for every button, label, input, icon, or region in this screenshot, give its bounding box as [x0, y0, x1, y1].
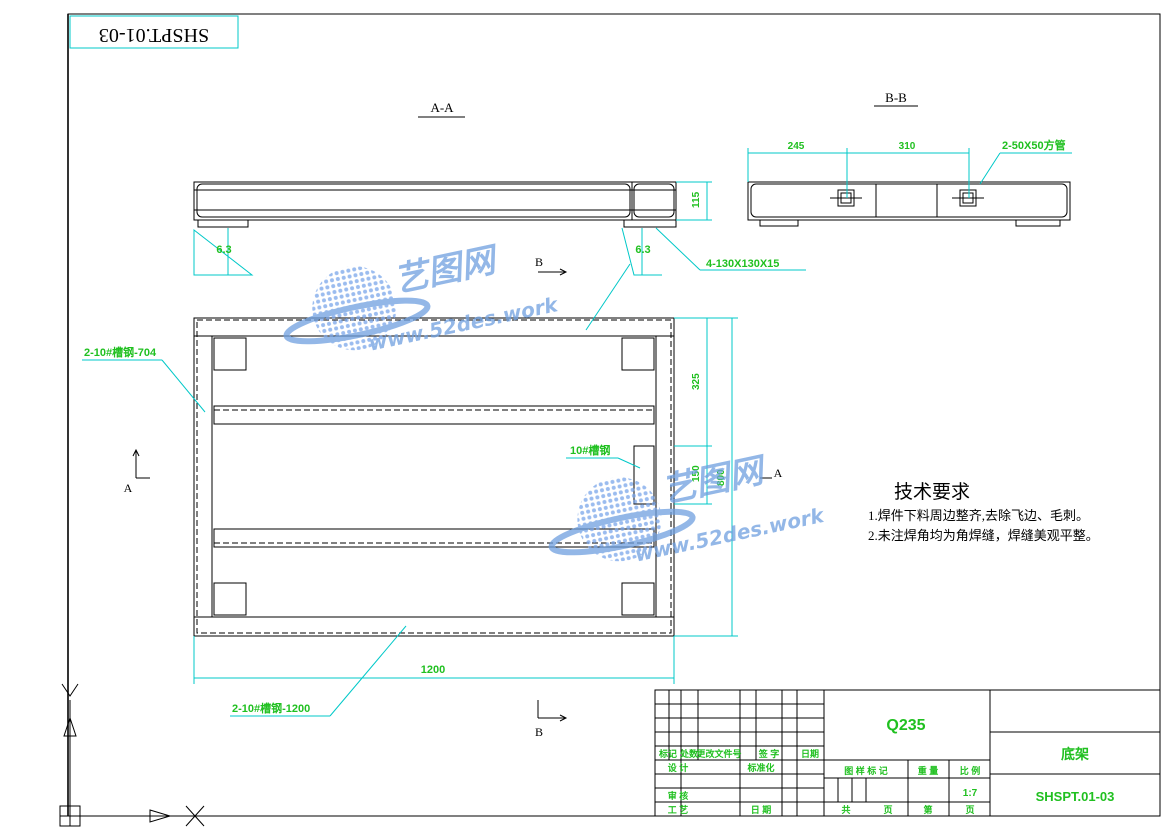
aa-dimension-115: 115 [676, 181, 712, 221]
svg-text:更改文件号: 更改文件号 [696, 748, 741, 759]
svg-text:日 期: 日 期 [751, 804, 772, 815]
svg-text:310: 310 [899, 141, 916, 152]
weld-symbol-right: 6.3 [621, 227, 662, 276]
part-name: 底架 [1061, 746, 1089, 762]
watermark-brand: 艺图网 [390, 239, 503, 300]
svg-text:2-10#槽钢-1200: 2-10#槽钢-1200 [232, 701, 310, 715]
sheet-border [67, 13, 1161, 817]
callout-channel-10: 10#槽钢 [566, 443, 641, 469]
svg-text:A: A [774, 466, 783, 480]
svg-text:1200: 1200 [421, 664, 445, 676]
svg-text:2-10#槽钢-704: 2-10#槽钢-704 [84, 345, 157, 359]
callout-foot-plate: 4-130X130X15 [655, 227, 806, 271]
svg-text:标记: 标记 [658, 748, 677, 759]
plan-dimensions: 325 150 800 1200 [193, 317, 738, 684]
title-block-text: Q235 底架 SHSPT.01-03 1:7 标记 处数 更改文件号 签 字 … [658, 717, 1114, 815]
svg-text:150: 150 [691, 465, 702, 482]
svg-text:重 量: 重 量 [918, 765, 939, 776]
svg-text:页: 页 [883, 805, 892, 815]
section-b-top-leader [585, 263, 631, 331]
bb-dimensions: 245 310 [747, 141, 970, 198]
section-aa-view: A-A [193, 100, 677, 228]
watermark-swoosh-icon-2 [548, 508, 696, 556]
svg-text:6.3: 6.3 [216, 244, 231, 256]
tech-requirement-2: 2.未注焊角均为角焊缝，焊缝美观平整。 [868, 528, 1099, 543]
callout-channel-704: 2-10#槽钢-704 [82, 345, 206, 413]
title-block [654, 689, 1161, 817]
watermark-top: 艺图网 www.52des.work [283, 239, 561, 356]
callout-square-tube: 2-50X50方管 [979, 138, 1072, 185]
material: Q235 [886, 717, 925, 734]
watermark-swoosh-icon [283, 297, 431, 345]
svg-text:审 核: 审 核 [668, 790, 689, 801]
svg-text:115: 115 [691, 191, 702, 208]
svg-text:4-130X130X15: 4-130X130X15 [706, 258, 779, 270]
svg-text:10#槽钢: 10#槽钢 [570, 443, 610, 457]
svg-text:图 样 标 记: 图 样 标 记 [844, 765, 888, 776]
section-marker-a-right: A [760, 466, 783, 480]
callout-channel-1200: 2-10#槽钢-1200 [230, 625, 407, 717]
section-marker-a-left: A [124, 448, 150, 495]
ucs-icon [59, 683, 205, 827]
svg-text:共: 共 [841, 804, 850, 815]
svg-text:第: 第 [923, 804, 932, 815]
section-bb-label: B-B [885, 90, 907, 105]
svg-text:245: 245 [788, 141, 805, 152]
mirrored-drawing-code: SHSPT.01-03 [99, 24, 209, 46]
section-aa-label: A-A [430, 100, 454, 115]
watermark-brand-2: 艺图网 [658, 450, 771, 511]
svg-text:标准化: 标准化 [746, 762, 774, 773]
tech-requirement-1: 1.焊件下料周边整齐,去除飞边、毛刺。 [868, 508, 1089, 523]
svg-text:325: 325 [691, 373, 702, 390]
svg-text:B: B [535, 255, 543, 269]
svg-text:比 例: 比 例 [960, 765, 981, 776]
svg-text:处数: 处数 [679, 748, 699, 759]
svg-text:A: A [124, 481, 133, 495]
svg-text:B: B [535, 725, 543, 739]
svg-text:2-50X50方管: 2-50X50方管 [1002, 138, 1066, 152]
svg-text:6.3: 6.3 [635, 244, 650, 256]
svg-text:日期: 日期 [801, 748, 819, 759]
svg-text:设 计: 设 计 [668, 762, 689, 773]
tech-requirements-heading: 技术要求 [894, 481, 970, 503]
svg-text:页: 页 [965, 805, 974, 815]
drawing-number: SHSPT.01-03 [1036, 789, 1115, 804]
svg-text:工 艺: 工 艺 [668, 804, 689, 815]
weld-symbol-left: 6.3 [193, 228, 254, 276]
section-marker-b-top: B [535, 255, 568, 276]
tech-requirements: 技术要求 1.焊件下料周边整齐,去除飞边、毛刺。 2.未注焊角均为角焊缝，焊缝美… [868, 481, 1099, 543]
scale-value: 1:7 [963, 788, 978, 799]
svg-text:签 字: 签 字 [758, 748, 780, 759]
mirrored-code-box: SHSPT.01-03 [69, 15, 239, 49]
svg-text:800: 800 [716, 469, 727, 486]
section-bb-view: B-B [747, 90, 1071, 227]
plan-view [193, 317, 675, 637]
section-marker-b-bottom: B [535, 700, 568, 739]
